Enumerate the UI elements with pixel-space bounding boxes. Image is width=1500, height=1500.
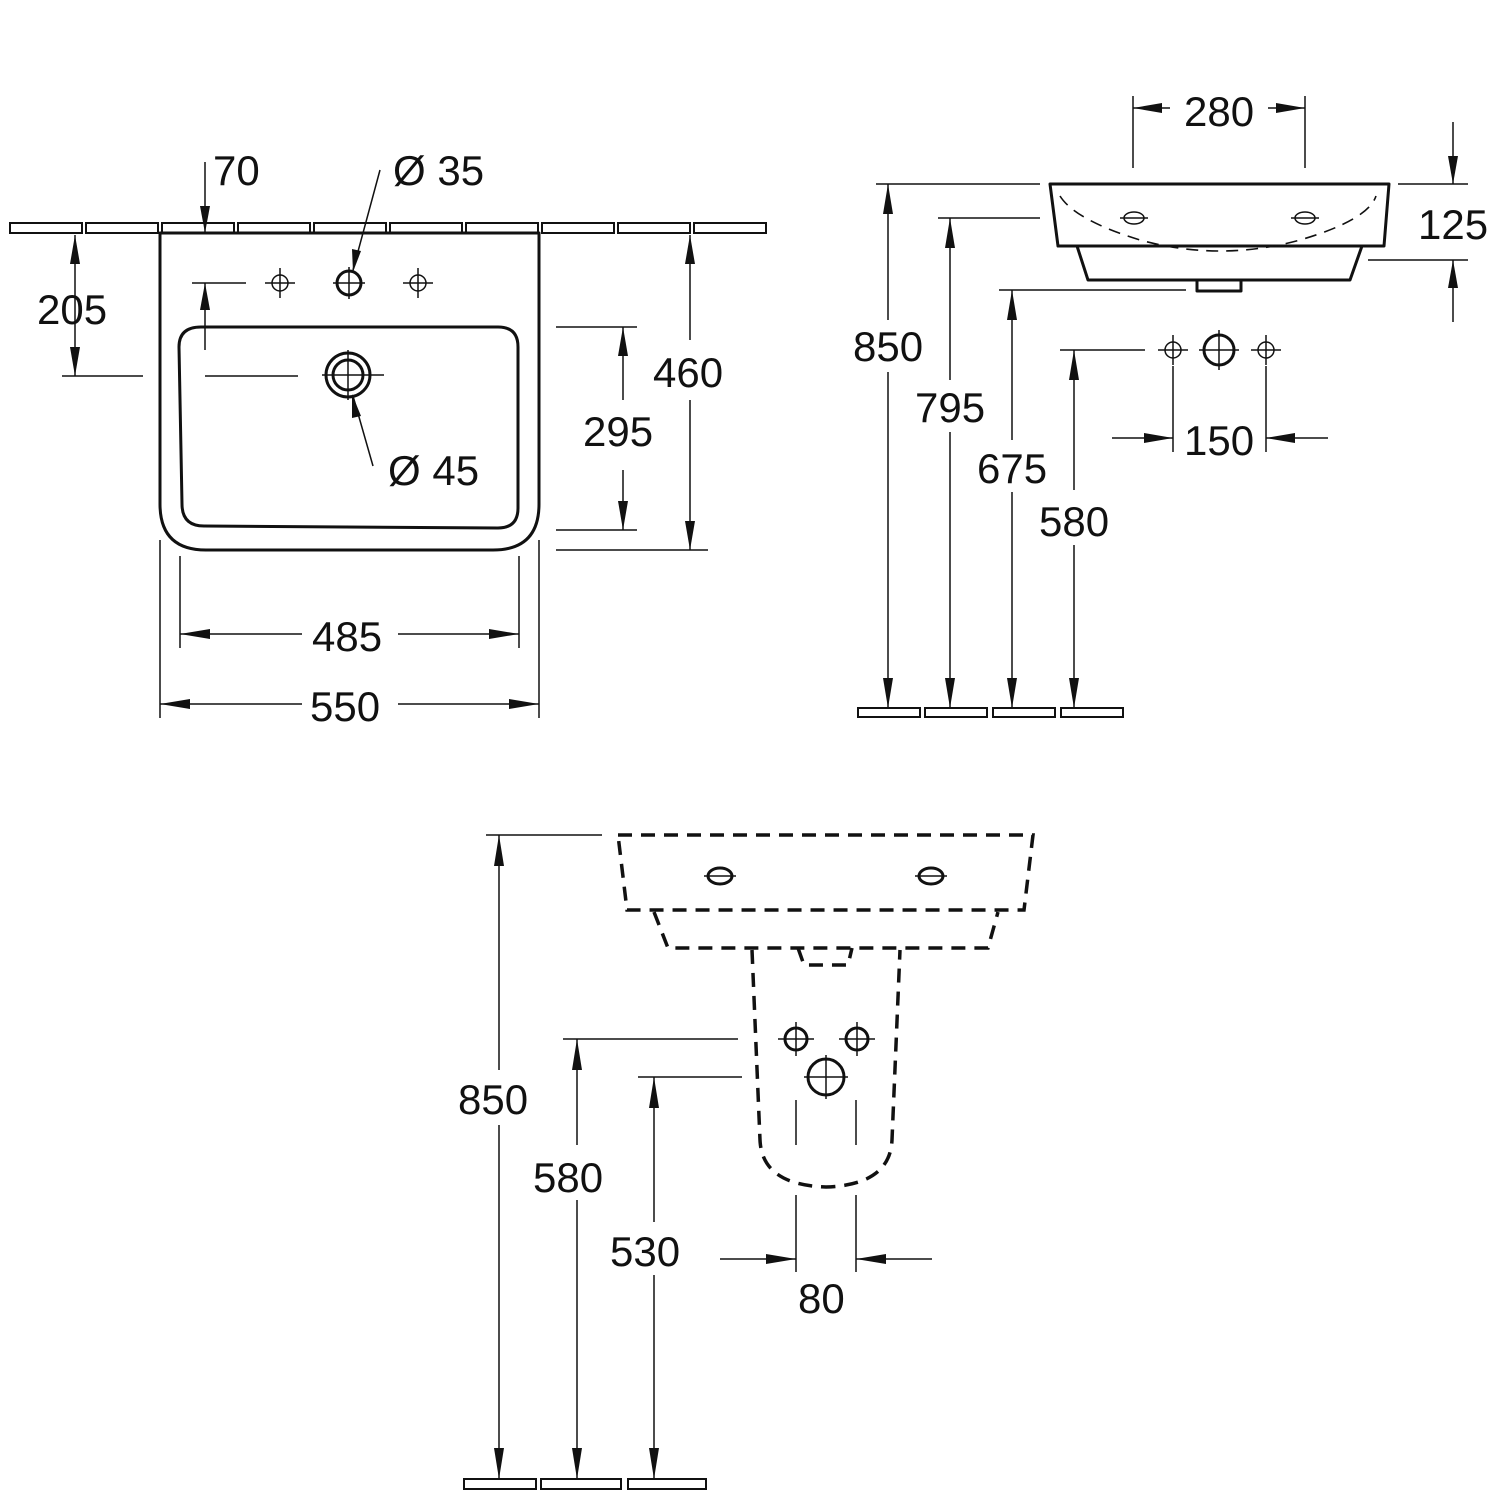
- pedestal-dashed-outline: [750, 949, 902, 1189]
- dim-front-height-850: 850: [458, 1076, 528, 1123]
- dim-side-height-675: 675: [977, 445, 1047, 492]
- tap-hole-left: [264, 267, 296, 299]
- dim-thickness-125: 125: [1418, 201, 1488, 248]
- dim-inner-width-485: 485: [312, 613, 382, 660]
- connection-right: [1250, 334, 1282, 366]
- front-view: 850 580 530 80: [458, 833, 1035, 1490]
- dim-height-205: 205: [37, 286, 107, 333]
- tap-hole-right: [402, 267, 434, 299]
- dim-front-height-530: 530: [610, 1228, 680, 1275]
- tap-hole-center: [333, 267, 365, 299]
- dim-front-height-580: 580: [533, 1154, 603, 1201]
- dim-side-height-795: 795: [915, 384, 985, 431]
- waste-outlet: [322, 350, 384, 400]
- dim-side-height-850: 850: [853, 323, 923, 370]
- bowl-outline: [177, 325, 520, 530]
- pedestal-connection-left: [778, 1022, 814, 1056]
- dim-tap-hole-diameter: Ø 35: [393, 147, 484, 194]
- dim-hole-spacing-280: 280: [1184, 88, 1254, 135]
- floor-strip-side: [857, 707, 1124, 718]
- dim-bowl-depth-295: 295: [583, 408, 653, 455]
- dim-outer-width-550: 550: [310, 683, 380, 730]
- dim-pedestal-gap-80: 80: [798, 1275, 845, 1322]
- basin-outline: [158, 231, 541, 552]
- pedestal-connection-right: [839, 1022, 875, 1056]
- dim-overflow-diameter: Ø 45: [388, 447, 479, 494]
- side-view: 280 125 850 795 675: [853, 88, 1488, 718]
- dim-side-height-580: 580: [1039, 498, 1109, 545]
- dim-connection-spacing-150: 150: [1184, 417, 1254, 464]
- basin-side-outline: [1048, 182, 1391, 248]
- pedestal-drain: [804, 1055, 848, 1099]
- connection-left: [1157, 334, 1189, 366]
- dim-offset-70: 70: [213, 147, 260, 194]
- basin-dashed-outline: [616, 833, 1035, 912]
- wall-strip-top: [9, 222, 767, 234]
- connection-drain: [1199, 330, 1239, 370]
- floor-strip-front: [463, 1478, 707, 1490]
- dim-depth-460: 460: [653, 349, 723, 396]
- top-view: 70 Ø 35 205 Ø 45 295 460: [9, 147, 767, 730]
